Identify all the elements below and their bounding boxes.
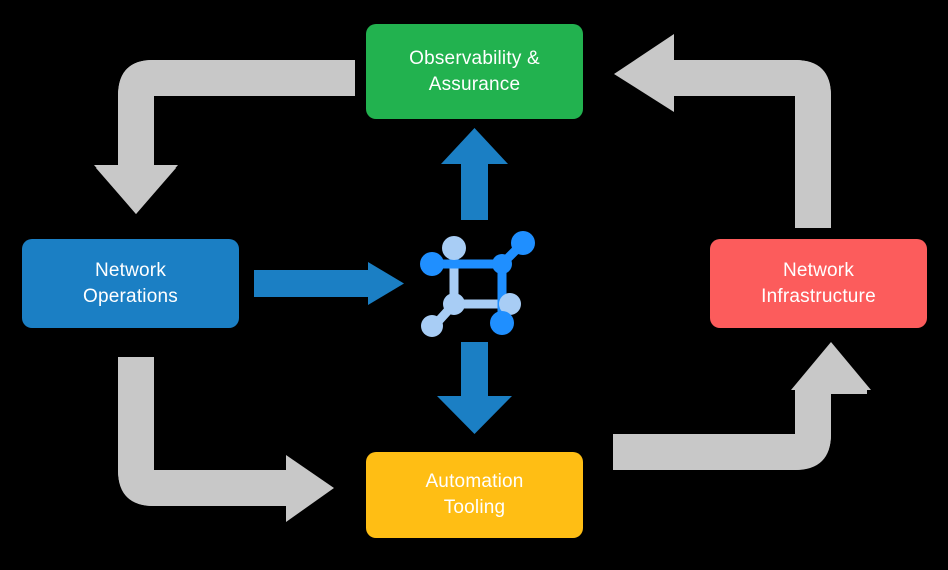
network-topology-icon [420, 231, 535, 337]
arrow-infrastructure-to-observability [614, 34, 831, 228]
node-box-network-operations[interactable]: Network Operations [22, 239, 239, 328]
arrow-operations-to-automation [118, 357, 334, 522]
arrow-observability-to-operations [94, 60, 355, 214]
arrow-operations-to-center [254, 262, 404, 305]
node-box-network-infrastructure[interactable]: Network Infrastructure [710, 239, 927, 328]
node-label-network-operations: Network Operations [83, 259, 178, 307]
node-box-observability[interactable]: Observability & Assurance [366, 24, 583, 119]
arrow-center-to-automation [437, 342, 512, 434]
node-box-automation-tooling[interactable]: Automation Tooling [366, 452, 583, 538]
node-label-network-infrastructure: Network Infrastructure [761, 259, 876, 307]
node-label-automation-tooling: Automation Tooling [425, 471, 524, 518]
arrow-center-to-observability [441, 128, 508, 220]
node-label-observability: Observability & Assurance [409, 47, 540, 95]
arrow-automation-to-infrastructure [613, 342, 871, 470]
